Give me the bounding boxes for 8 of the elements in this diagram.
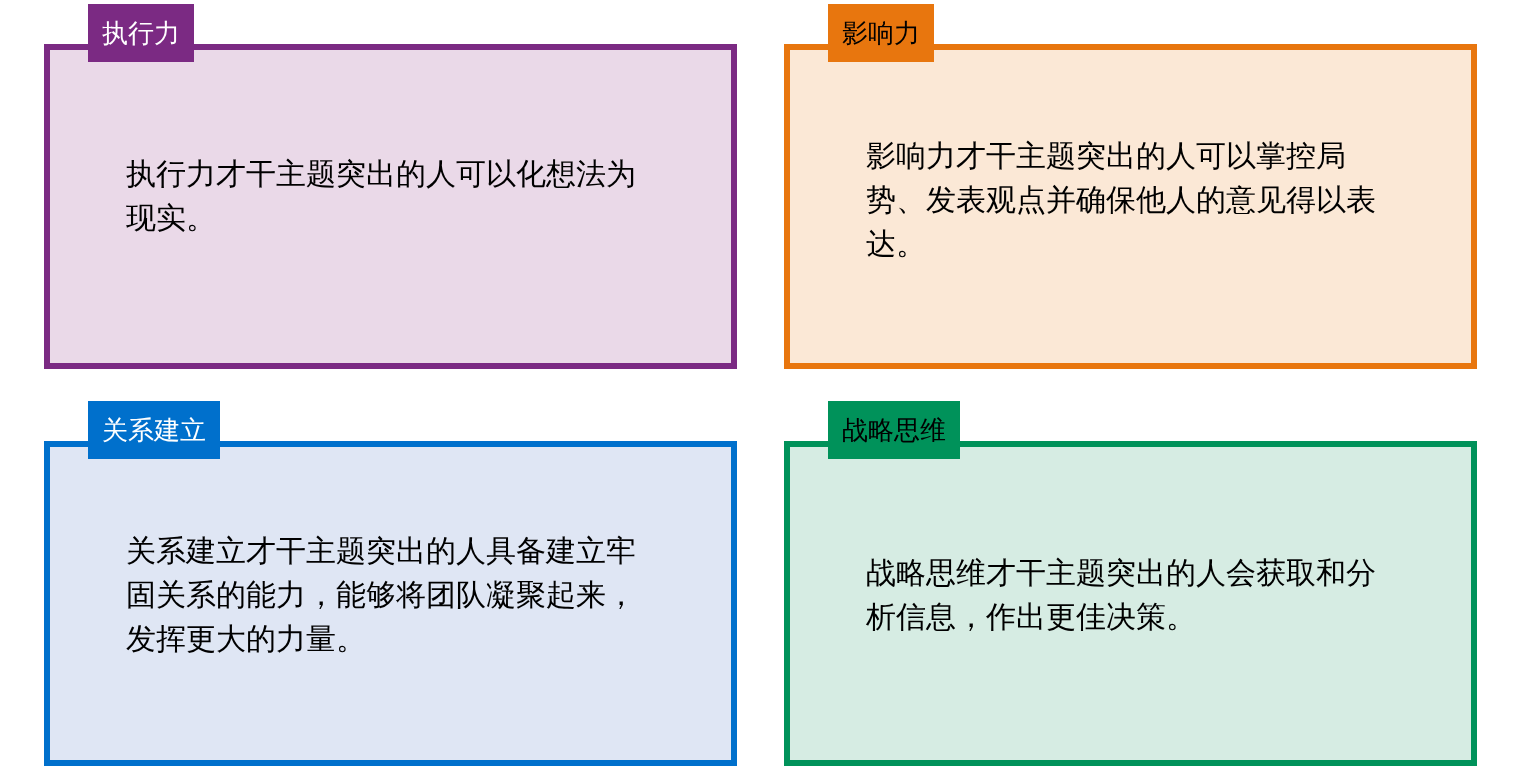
heading-tab: 影响力 bbox=[828, 4, 934, 62]
description-text: 关系建立才干主题突出的人具备建立牢固关系的能力，能够将团队凝聚起来，发挥更大的力量。 bbox=[126, 532, 637, 658]
heading-tab: 执行力 bbox=[88, 4, 194, 62]
heading-tab: 战略思维 bbox=[828, 401, 960, 459]
description-text: 战略思维才干主题突出的人会获取和分析信息，作出更佳决策。 bbox=[866, 554, 1377, 636]
description-text: 执行力才干主题突出的人可以化想法为现实。 bbox=[126, 155, 637, 237]
description-text: 影响力才干主题突出的人可以掌控局势、发表观点并确保他人的意见得以表达。 bbox=[866, 137, 1377, 263]
heading-tab: 关系建立 bbox=[88, 401, 220, 459]
